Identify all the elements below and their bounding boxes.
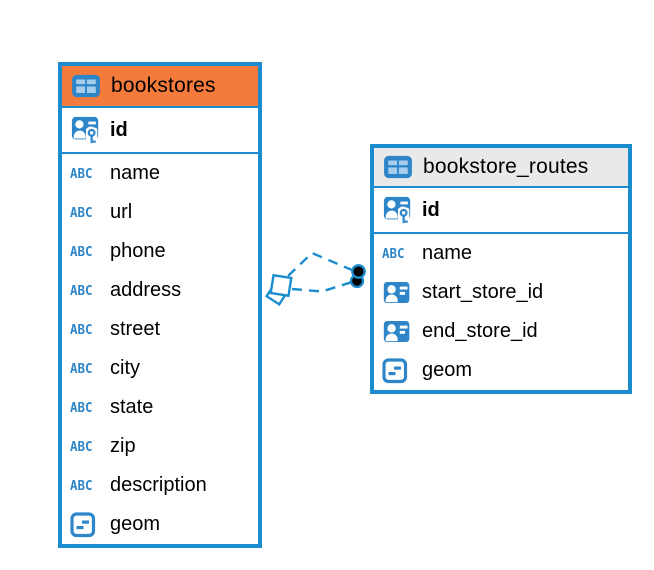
table-bookstores-header[interactable]: bookstores: [62, 66, 258, 108]
foreign-key-icon: [382, 319, 415, 345]
text-type-icon: ABC: [70, 204, 93, 221]
table-title: bookstore_routes: [423, 155, 589, 178]
table-title: bookstores: [111, 74, 216, 97]
column-name: url: [110, 201, 133, 223]
column-name: geom: [422, 359, 473, 381]
relationship-diamond-marker: [264, 273, 293, 307]
geometry-type-icon: [70, 511, 103, 538]
column-name: geom: [110, 513, 161, 535]
column-bookstores-id[interactable]: id: [62, 108, 258, 154]
column-bookstores-url[interactable]: ABC url: [62, 193, 258, 232]
column-name: address: [110, 279, 182, 301]
primary-key-icon: [382, 195, 415, 225]
column-name: name: [110, 162, 161, 184]
text-type-icon: ABC: [382, 245, 405, 262]
column-name: name: [422, 242, 473, 264]
column-name: description: [110, 474, 207, 496]
column-routes-end-store-id[interactable]: end_store_id: [374, 312, 628, 351]
column-bookstores-zip[interactable]: ABC zip: [62, 427, 258, 466]
column-bookstores-description[interactable]: ABC description: [62, 466, 258, 505]
column-bookstores-city[interactable]: ABC city: [62, 349, 258, 388]
table-bookstores[interactable]: bookstores id ABC name: [58, 62, 262, 548]
column-name: end_store_id: [422, 320, 538, 342]
column-bookstores-geom[interactable]: geom: [62, 505, 258, 544]
geometry-type-icon: [382, 357, 415, 384]
column-bookstores-phone[interactable]: ABC phone: [62, 232, 258, 271]
text-type-icon: ABC: [70, 360, 93, 377]
relationship-line-lower[interactable]: [291, 280, 353, 293]
column-routes-geom[interactable]: geom: [374, 351, 628, 390]
column-name: id: [422, 198, 440, 221]
column-name: street: [110, 318, 161, 340]
table-bookstore-routes-header[interactable]: bookstore_routes: [374, 148, 628, 188]
column-routes-name[interactable]: ABC name: [374, 234, 628, 273]
column-name: phone: [110, 240, 166, 262]
text-type-icon: ABC: [70, 399, 93, 416]
column-name: city: [110, 357, 140, 379]
column-name: zip: [110, 435, 136, 457]
column-name: id: [110, 118, 128, 141]
table-icon: [382, 154, 415, 180]
column-routes-id[interactable]: id: [374, 188, 628, 234]
column-name: start_store_id: [422, 281, 544, 303]
text-type-icon: ABC: [70, 321, 93, 338]
foreign-key-icon: [382, 280, 415, 306]
relationship-line-upper[interactable]: [287, 251, 353, 277]
table-bookstore-routes[interactable]: bookstore_routes id ABC name: [370, 144, 632, 394]
text-type-icon: ABC: [70, 243, 93, 260]
text-type-icon: ABC: [70, 282, 93, 299]
table-icon: [70, 73, 103, 99]
column-bookstores-address[interactable]: ABC address: [62, 271, 258, 310]
column-name: state: [110, 396, 154, 418]
column-bookstores-state[interactable]: ABC state: [62, 388, 258, 427]
column-routes-start-store-id[interactable]: start_store_id: [374, 273, 628, 312]
text-type-icon: ABC: [70, 477, 93, 494]
primary-key-icon: [70, 115, 103, 145]
text-type-icon: ABC: [70, 165, 93, 182]
relationship-dot-marker: [349, 264, 366, 289]
column-bookstores-street[interactable]: ABC street: [62, 310, 258, 349]
column-bookstores-name[interactable]: ABC name: [62, 154, 258, 193]
text-type-icon: ABC: [70, 438, 93, 455]
